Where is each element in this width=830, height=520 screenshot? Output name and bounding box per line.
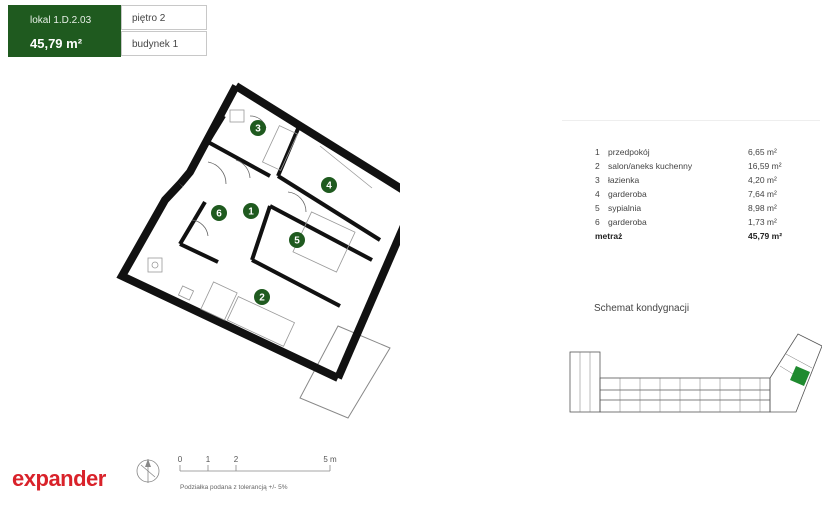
room-marker-1: 1 <box>243 203 259 219</box>
room-number: 3 <box>595 175 600 185</box>
room-name: salon/aneks kuchenny <box>608 161 693 171</box>
scale-tick-1: 1 <box>206 455 211 464</box>
total-label: metraż <box>595 231 623 241</box>
unit-summary-box: lokal 1.D.2.03 45,79 m² <box>8 5 121 57</box>
room-name: garderoba <box>608 189 647 199</box>
room-name: łazienka <box>608 175 640 185</box>
room-marker-3: 3 <box>250 120 266 136</box>
room-area: 16,59 m² <box>748 161 782 171</box>
room-number: 6 <box>595 217 600 227</box>
room-number: 5 <box>595 203 600 213</box>
room-area: 7,64 m² <box>748 189 777 199</box>
schema-building <box>569 333 822 413</box>
scale-bar: 0 1 2 5 m <box>178 455 337 472</box>
total-area: 45,79 m² <box>748 231 783 241</box>
svg-text:1: 1 <box>248 207 254 218</box>
room-marker-4: 4 <box>321 177 337 193</box>
room-area: 4,20 m² <box>748 175 777 185</box>
room-name: przedpokój <box>608 147 650 157</box>
interior-walls <box>178 114 382 308</box>
floor-label: piętro 2 <box>121 5 207 30</box>
svg-text:5: 5 <box>294 236 300 247</box>
north-arrow-icon <box>136 459 160 483</box>
svg-text:4: 4 <box>326 181 332 192</box>
outer-walls <box>116 82 400 382</box>
schema-highlight <box>790 366 810 386</box>
room-marker-6: 6 <box>211 205 227 221</box>
room-number: 4 <box>595 189 600 199</box>
expander-logo: expander <box>12 466 106 491</box>
room-area: 6,65 m² <box>748 147 777 157</box>
unit-id: lokal 1.D.2.03 <box>30 15 92 26</box>
scale-tick-2: 2 <box>234 455 239 464</box>
room-marker-2: 2 <box>254 289 270 305</box>
svg-text:2: 2 <box>259 293 265 304</box>
unit-area: 45,79 m² <box>30 36 83 51</box>
floor-plan: 3 4 6 1 5 2 <box>116 82 400 419</box>
schema-grid <box>579 352 813 412</box>
schema-title: Schemat kondygnacji <box>594 303 690 314</box>
scale-tick-0: 0 <box>178 455 183 464</box>
building-label: budynek 1 <box>121 31 207 56</box>
room-markers: 3 4 6 1 5 2 <box>211 120 337 305</box>
doors <box>191 115 307 237</box>
svg-text:6: 6 <box>216 209 222 220</box>
scale-tick-5m: 5 m <box>323 455 337 464</box>
furniture <box>147 109 373 347</box>
room-marker-5: 5 <box>289 232 305 248</box>
room-area: 1,73 m² <box>748 217 777 227</box>
room-number: 1 <box>595 147 600 157</box>
svg-text:3: 3 <box>255 124 261 135</box>
room-name: garderoba <box>608 217 647 227</box>
room-area: 8,98 m² <box>748 203 777 213</box>
scale-note: Podziałka podana z tolerancją +/- 5% <box>180 484 288 491</box>
room-number: 2 <box>595 161 600 171</box>
room-name: sypialnia <box>608 203 642 213</box>
floor-schema <box>569 333 822 413</box>
balcony <box>299 325 391 419</box>
divider <box>562 120 820 121</box>
